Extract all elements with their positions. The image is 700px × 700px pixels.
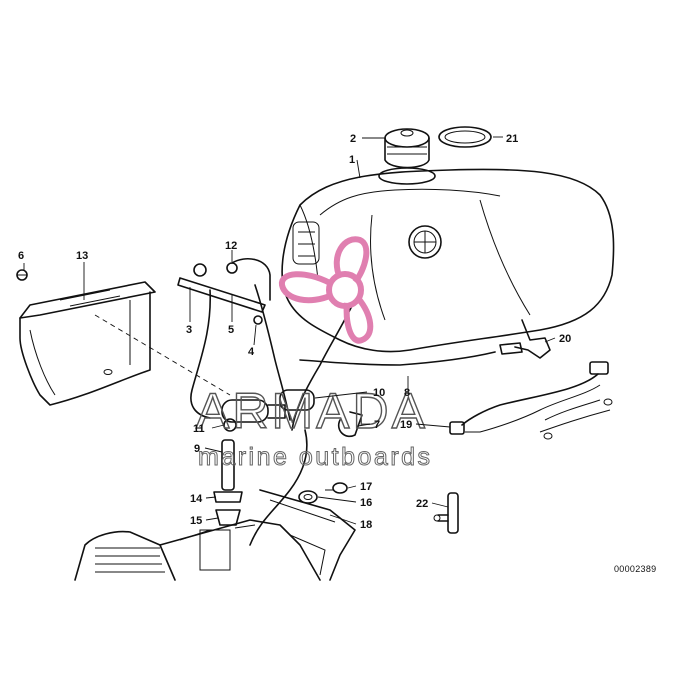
screw-17 [325,482,348,494]
label-part-17: 17 [360,481,372,493]
watermark-logo-blade-left [279,271,334,304]
label-part-10: 10 [373,387,385,399]
vent-tube [213,439,243,526]
mount-bracket [177,257,271,325]
label-part-19: 19 [400,419,412,431]
label-part-1: 1 [349,154,355,166]
label-part-5: 5 [228,324,234,336]
label-part-2: 2 [350,133,356,145]
gasket-ring [438,126,492,148]
fuel-filter [221,389,315,432]
watermark-logo [279,236,374,344]
bracket-plate [19,281,156,406]
label-part-15: 15 [190,515,202,527]
wiring-harness [449,361,613,440]
label-part-20: 20 [559,333,571,345]
watermark-logo-blade-right [343,296,374,344]
label-part-18: 18 [360,519,372,531]
fuel-tap [499,319,551,359]
watermark-logo-blade-top [333,236,370,284]
label-part-14: 14 [190,493,203,505]
leader-lines [23,136,556,525]
label-part-6: 6 [18,250,24,262]
fuel-hoses [190,284,496,546]
bolt-6 [16,269,28,281]
t-piece [433,492,459,534]
alignment-dash [94,314,231,396]
engine-block [74,489,356,581]
label-part-13: 13 [76,250,88,262]
label-part-22: 22 [416,498,428,510]
figure-reference: 00002389 [614,564,656,574]
label-part-21: 21 [506,133,518,145]
label-part-7: 7 [374,419,380,431]
label-part-3: 3 [186,324,192,336]
label-part-4: 4 [248,346,255,358]
fuel-tank [281,167,615,353]
hose-clip [337,411,363,438]
label-part-16: 16 [360,497,372,509]
watermark-brand: ARMADA [196,383,428,439]
label-part-9: 9 [194,443,200,455]
label-part-11: 11 [193,423,205,435]
label-part-8: 8 [404,387,410,399]
filler-cap [384,128,430,169]
watermark-tagline: marine outboards [198,443,433,471]
label-part-12: 12 [225,240,237,252]
